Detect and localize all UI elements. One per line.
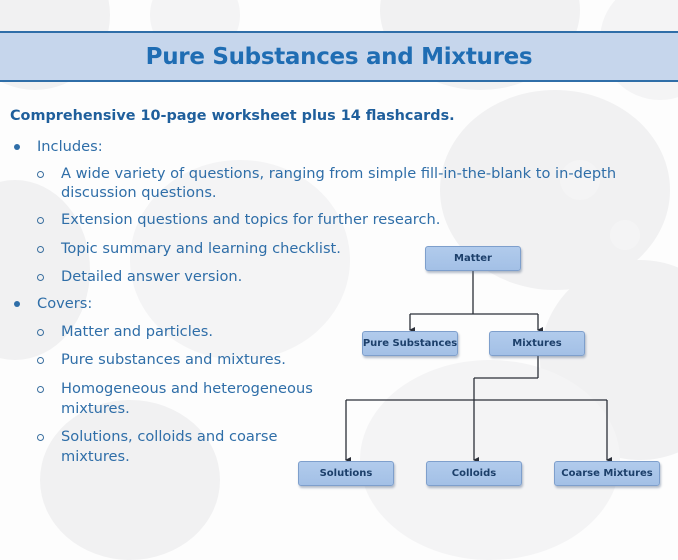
page-title: Pure Substances and Mixtures [145,43,533,70]
diagram-node-matter: Matter [425,246,521,271]
sub-bullet-icon [37,171,44,178]
sub-bullet-icon [37,434,44,441]
section-label-covers: Covers: [37,295,93,312]
list-item: Homogeneous and heterogeneous [61,380,313,397]
list-item: Matter and particles. [61,323,213,340]
bullet-icon [14,301,20,307]
diagram-node-colloids: Colloids [426,461,522,486]
sub-bullet-icon [37,386,44,393]
list-item: Pure substances and mixtures. [61,351,286,368]
list-item: A wide variety of questions, ranging fro… [61,165,617,182]
sub-bullet-icon [37,217,44,224]
diagram-node-pure-substances: Pure Substances [362,331,458,356]
worksheet-subtitle: Comprehensive 10-page worksheet plus 14 … [10,108,455,124]
sub-bullet-icon [37,329,44,336]
sub-bullet-icon [37,246,44,253]
diagram-node-solutions: Solutions [298,461,394,486]
list-item-continuation: mixtures. [61,448,130,465]
sub-bullet-icon [37,274,44,281]
list-item: Topic summary and learning checklist. [61,240,341,257]
list-item: Solutions, colloids and coarse [61,428,278,445]
list-item-continuation: mixtures. [61,400,130,417]
list-item: Detailed answer version. [61,268,243,285]
section-label-includes: Includes: [37,138,103,155]
diagram-node-coarse-mixtures: Coarse Mixtures [554,461,660,486]
title-banner: Pure Substances and Mixtures [0,31,678,82]
list-item-continuation: discussion questions. [61,184,217,201]
bullet-icon [14,144,20,150]
matter-classification-connectors [345,270,612,463]
list-item: Extension questions and topics for furth… [61,211,441,228]
diagram-node-mixtures: Mixtures [489,331,585,356]
sub-bullet-icon [37,357,44,364]
